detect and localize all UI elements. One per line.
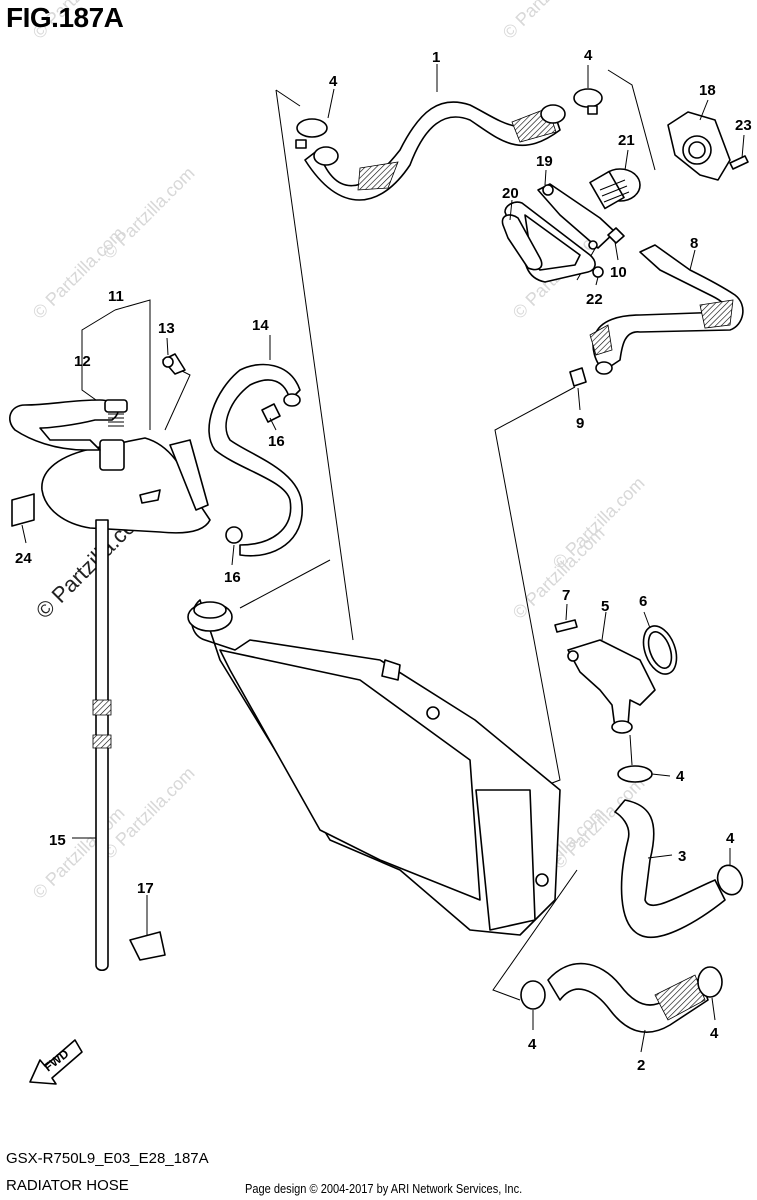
watermark-text: © Partzilla.com bbox=[499, 0, 599, 43]
gasket bbox=[501, 214, 543, 271]
callout-leaders bbox=[21, 64, 745, 1053]
reservoir-tank bbox=[9, 399, 211, 534]
bolt bbox=[729, 155, 749, 170]
bolt bbox=[592, 266, 604, 278]
hose-clamp bbox=[697, 966, 723, 998]
upper-radiator-hose bbox=[304, 101, 566, 201]
callout-18: 18 bbox=[699, 82, 716, 99]
callout-4: 4 bbox=[584, 47, 593, 64]
callout-5: 5 bbox=[601, 598, 609, 615]
callout-17: 17 bbox=[137, 880, 154, 897]
callout-16: 16 bbox=[224, 569, 241, 586]
callout-8: 8 bbox=[690, 235, 698, 252]
hose-clamp bbox=[573, 88, 603, 115]
bypass-hose bbox=[589, 244, 744, 375]
forward-arrow-icon: FWD bbox=[29, 1039, 83, 1085]
radiator bbox=[187, 599, 561, 936]
callout-21: 21 bbox=[618, 132, 635, 149]
callout-4: 4 bbox=[528, 1036, 537, 1053]
hose-clamp bbox=[520, 980, 546, 1010]
bolt bbox=[607, 227, 625, 244]
water-inlet-pipe bbox=[567, 639, 656, 734]
thermostat-cap bbox=[667, 111, 731, 181]
callout-7: 7 bbox=[562, 587, 570, 604]
callout-19: 19 bbox=[536, 153, 553, 170]
callout-4: 4 bbox=[710, 1025, 719, 1042]
callout-6: 6 bbox=[639, 593, 647, 610]
callout-2: 2 bbox=[637, 1057, 645, 1074]
callout-3: 3 bbox=[678, 848, 686, 865]
figure-title: FIG.187A bbox=[6, 2, 124, 33]
callout-labels: 1 2 3 4 4 4 4 4 4 5 6 7 8 9 10 11 12 13 … bbox=[15, 47, 752, 1074]
watermark-text: © Partzilla.com bbox=[549, 473, 649, 573]
callout-4: 4 bbox=[676, 768, 685, 785]
callout-12: 12 bbox=[74, 353, 91, 370]
model-code: GSX-R750L9_E03_E28_187A bbox=[6, 1150, 209, 1167]
hose-clamp bbox=[617, 765, 653, 783]
water-pump-hose bbox=[547, 962, 709, 1034]
watermark-text: © Partzilla.com bbox=[99, 163, 199, 263]
callout-23: 23 bbox=[735, 117, 752, 134]
callout-4: 4 bbox=[726, 830, 735, 847]
section-name: RADIATOR HOSE bbox=[6, 1177, 129, 1194]
hose-clamp bbox=[225, 526, 243, 544]
reservoir-cap bbox=[104, 399, 128, 427]
copyright-notice: Page design © 2004-2017 by ARI Network S… bbox=[245, 1181, 523, 1196]
callout-24: 24 bbox=[15, 550, 32, 567]
overflow-hose bbox=[208, 363, 303, 557]
hose-clamp bbox=[261, 403, 281, 423]
callout-16: 16 bbox=[268, 433, 285, 450]
hose-clamp bbox=[716, 864, 744, 896]
bolt bbox=[554, 619, 578, 633]
callout-11: 11 bbox=[108, 288, 124, 305]
drain-hose bbox=[92, 519, 112, 972]
callout-10: 10 bbox=[610, 264, 627, 281]
callout-4: 4 bbox=[329, 73, 338, 90]
bolt bbox=[162, 353, 186, 375]
callout-9: 9 bbox=[576, 415, 584, 432]
o-ring bbox=[642, 625, 678, 675]
thermostat bbox=[589, 168, 641, 210]
callout-13: 13 bbox=[158, 320, 175, 337]
hose-clamp bbox=[569, 367, 587, 387]
lower-radiator-hose bbox=[614, 799, 726, 939]
callout-22: 22 bbox=[586, 291, 603, 308]
callout-1: 1 bbox=[432, 49, 440, 66]
hose-clamp bbox=[295, 118, 328, 149]
callout-15: 15 bbox=[49, 832, 66, 849]
callout-14: 14 bbox=[252, 317, 269, 334]
hose-clamp bbox=[129, 931, 166, 961]
callout-20: 20 bbox=[502, 185, 519, 202]
caution-label bbox=[11, 493, 35, 527]
